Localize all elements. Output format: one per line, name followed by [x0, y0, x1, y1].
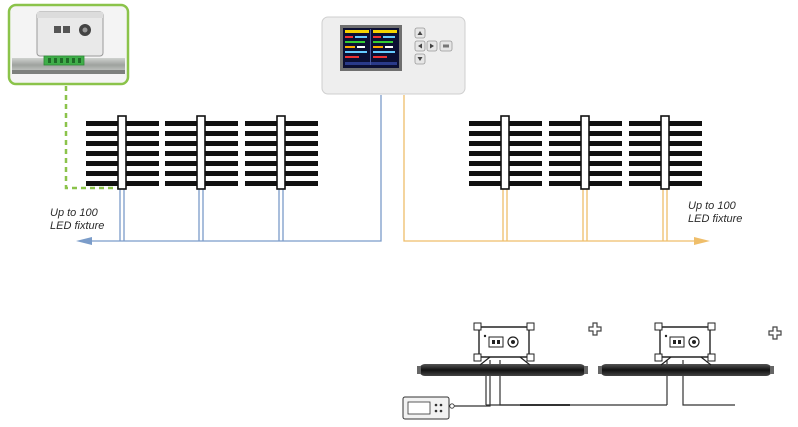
lamp-bar-left — [417, 364, 588, 376]
fixture-limit-line-1: Up to 100 — [688, 200, 736, 212]
plus-icon — [768, 326, 782, 340]
led-fixture-array — [86, 115, 702, 190]
lamp-bar-right — [598, 364, 774, 376]
fixture-limit-line-1: Up to 100 — [50, 207, 98, 219]
led-fixture — [245, 115, 318, 190]
sensor-module — [7, 3, 130, 86]
arrow-right-icon — [694, 237, 710, 245]
fixture-spine — [500, 115, 510, 190]
wall-thermostat — [402, 396, 455, 420]
arrow-left-icon — [76, 237, 92, 245]
driver-box-left — [473, 322, 535, 366]
fixture-spine — [580, 115, 590, 190]
led-fixture — [629, 115, 702, 190]
fixture-spine — [196, 115, 206, 190]
fixture-limit-line-2: LED fixture — [50, 220, 105, 232]
fixture-spine — [117, 115, 127, 190]
fixture-spine — [660, 115, 670, 190]
plus-icon — [588, 322, 602, 336]
fixture-limit-line-2: LED fixture — [688, 213, 743, 225]
driver-box-right — [654, 322, 716, 366]
led-fixture — [549, 115, 622, 190]
right-bus-wiring — [403, 95, 694, 242]
fixture-spine — [276, 115, 286, 190]
led-fixture — [165, 115, 238, 190]
fixture-limit-label-right: Up to 100 LED fixture — [688, 200, 742, 226]
fixture-limit-label-left: Up to 100 LED fixture — [50, 207, 104, 233]
left-bus-wiring — [92, 95, 382, 242]
led-fixture — [86, 115, 159, 190]
controller-unit — [321, 16, 466, 95]
led-fixture — [469, 115, 542, 190]
sensor-link-line — [64, 86, 121, 190]
